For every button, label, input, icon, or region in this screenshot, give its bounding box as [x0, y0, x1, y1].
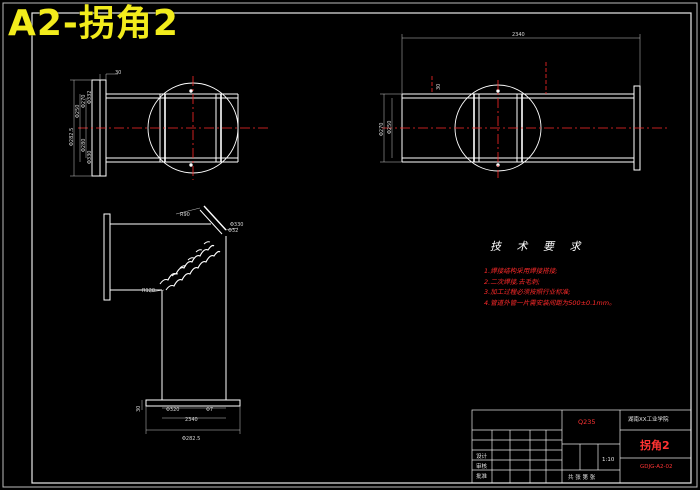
tb-drawing-no: GDJG-A2-02: [640, 464, 673, 470]
inner-border: [31, 12, 692, 484]
front-view-centerlines: [78, 76, 268, 180]
dim-text-ev-9: 30: [136, 406, 142, 412]
tb-part-name: 拐角2: [640, 439, 670, 452]
tech-requirements-title: 技 术 要 求: [490, 240, 587, 253]
dim-text-tv-3: Φ270: [379, 123, 385, 136]
dim-text-fv-5: Φ280: [81, 139, 87, 152]
drawing-title: A2-拐角2: [8, 3, 179, 44]
tb-design: 设计: [476, 454, 488, 460]
elbow-bellows: [159, 244, 215, 285]
tb-material: Q235: [578, 418, 596, 426]
top-view-centerlines: [382, 62, 668, 178]
note-item: 3.加工过程必须按照行业标准;: [484, 288, 571, 296]
dim-text-ev-5: Φ320: [166, 407, 179, 413]
note-item: 4.管道外管一片需安装间距为500±0.1mm。: [484, 298, 616, 307]
title-block: [471, 409, 692, 484]
tb-approve: 批准: [476, 474, 488, 480]
dim-text-ev-4: R120: [142, 288, 155, 294]
dim-text-ev-6: Φ7: [206, 407, 213, 413]
tb-scale: 1:10: [602, 457, 615, 463]
dim-text-fv-6: Φ332: [87, 91, 93, 104]
dim-text-fv-3: Φ250: [75, 105, 81, 118]
note-item: 1.焊接结构采用焊接搭接;: [484, 267, 558, 275]
tb-school: 湖南XX工业学院: [628, 417, 669, 423]
front-view-dimensions: [70, 73, 118, 177]
dim-text-tv-2: 30: [436, 84, 442, 90]
dim-text-fv-2: Φ282.5: [69, 128, 75, 146]
dim-text-ev-2: R90: [180, 212, 190, 218]
elbow-base-plate: [145, 399, 241, 407]
elbow-view: [103, 205, 241, 407]
dim-text-ev-8: Φ282.5: [182, 436, 200, 442]
dim-text-ev-7: 2340: [185, 417, 198, 423]
dim-text-tv-4: Φ250: [387, 121, 393, 134]
note-item: 2.二次焊接,去毛刺;: [484, 277, 540, 286]
elbow-dimensions: [141, 207, 241, 434]
dim-text-fv-7: Φ330: [87, 151, 93, 164]
dim-text-fv-4: Φ270: [81, 95, 87, 108]
tb-sheet: 共 张 第 张: [568, 475, 596, 481]
tb-check: 审核: [476, 464, 488, 470]
dim-text-tv-1: 2340: [512, 32, 525, 38]
dim-text-fv-1: 30: [115, 70, 121, 76]
tech-requirements-list: 1.焊接结构采用焊接搭接; 2.二次焊接,去毛刺; 3.加工过程必须按照行业标准…: [484, 266, 616, 308]
top-view-dimensions: [380, 34, 641, 163]
dim-text-ev-3: Φ330: [230, 222, 243, 228]
elbow-flange: [103, 213, 111, 301]
dim-text-ev-1: Φ32: [228, 228, 238, 234]
